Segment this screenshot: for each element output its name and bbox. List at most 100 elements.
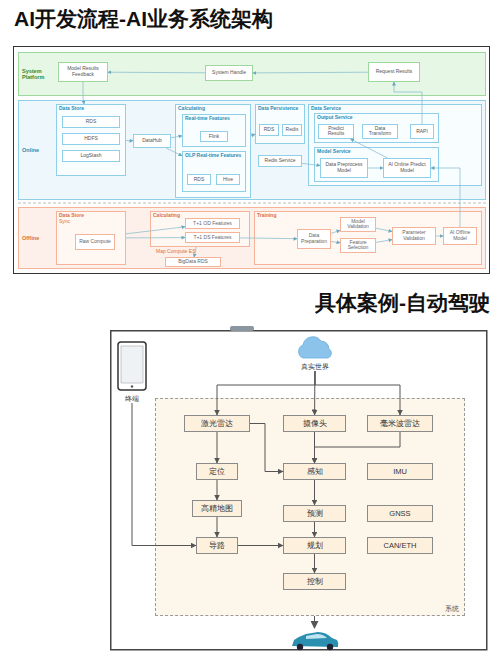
offline-band: OfflineData StoreRaw ComputeCalculatingT… (18, 207, 486, 269)
node-text: LogStash (63, 153, 119, 159)
node-text: 毫米波雷达 (368, 419, 432, 427)
connector-arrow (368, 168, 383, 169)
model-box: AI Offline Model (443, 227, 477, 245)
connector-arrow (351, 139, 388, 158)
node-text: System Platform (22, 68, 56, 80)
node-text: 终端 (105, 395, 159, 403)
node-text: CAN/ETH (368, 541, 432, 549)
connector-arrow (108, 72, 205, 74)
connector-arrow (217, 517, 218, 537)
node-text: Data Transform (363, 126, 397, 137)
node-text: BigData RDS (166, 259, 220, 265)
sensor-box: 毫米波雷达 (367, 415, 433, 432)
connector-arrow (132, 403, 196, 546)
note-label: Sync (59, 218, 81, 224)
process-box: 感知 (283, 463, 346, 480)
connector-arrow (194, 247, 196, 257)
pin-mark (230, 326, 254, 331)
model-box: Data Preprocess Model (320, 158, 368, 178)
connector-arrow (314, 522, 315, 537)
node-text: Data Persistence (258, 106, 302, 112)
process-box: Redis Service (258, 155, 302, 167)
connector-arrow (376, 228, 392, 231)
group-box: Data PersistenceRDSRedis (255, 104, 305, 144)
node-text: Parameter Validation (393, 230, 435, 241)
node-text: Data Preparation (298, 233, 330, 244)
process-box: Feature Selection (340, 238, 376, 253)
node-text: Data Service (311, 106, 479, 112)
process-box: 高精地图 (192, 500, 242, 517)
page-title: AI开发流程-AI业务系统架构 (14, 5, 273, 33)
section-title: 具体案例-自动驾驶 (255, 289, 490, 317)
connector-arrow (253, 72, 368, 74)
node-text: Model Validation (341, 219, 375, 230)
node-text: Data Store (59, 106, 123, 112)
node-text: DataHub (134, 138, 170, 144)
real-world-cloud: 真实世界 (292, 333, 338, 371)
connector-arrow (126, 140, 133, 141)
node-text: Hive (217, 177, 239, 183)
car-illustration (292, 632, 338, 650)
connector-arrow (240, 237, 297, 239)
connector-arrow (436, 236, 443, 237)
node-text: Data Store (59, 213, 123, 219)
separator-line (18, 203, 486, 204)
process-box: Parameter Validation (392, 227, 436, 245)
store-box: RDS (259, 124, 279, 136)
node-text: Online (22, 147, 56, 153)
connector-arrow (302, 163, 320, 165)
node-text: System Handle (206, 70, 252, 76)
process-box: Request Results (368, 62, 420, 82)
sensor-box: IMU (367, 463, 433, 480)
connector-arrow (314, 554, 315, 573)
store-box: HDFS (62, 133, 120, 145)
tablet-icon (117, 341, 147, 403)
store-box: LogStash (62, 150, 120, 162)
connector-arrow (331, 230, 340, 233)
process-box: System Handle (205, 65, 253, 81)
connector-arrow (83, 82, 84, 104)
connector-arrow (166, 148, 182, 156)
group-box: CalculatingT+1 OD FeaturesT+1 DS Feature… (150, 211, 250, 247)
sensor-box: 摄像头 (283, 415, 346, 432)
note-label: Map Compute ES (156, 248, 226, 254)
group-box: Real-time FeaturesFlink (182, 114, 246, 147)
process-box: Data Transform (362, 124, 398, 139)
process-box: Raw Compute (75, 234, 115, 250)
feature-box: T+1 OD Features (185, 218, 240, 229)
connector-arrow (314, 480, 315, 505)
node-text: Calculating (178, 106, 248, 112)
process-box: Predict Results (318, 124, 354, 139)
node-text: 预测 (284, 509, 345, 517)
node-text: T+1 DS Features (186, 235, 239, 241)
store-box: RDS (62, 116, 120, 128)
feature-box: T+1 DS Features (185, 232, 240, 243)
connector-arrow (331, 242, 340, 243)
interface-box: CAN/ETH (367, 537, 433, 554)
outer-frame (111, 331, 487, 650)
platform-band: System PlatformModel Results Feedback Sys… (18, 52, 486, 96)
group-box: Model ServiceData Preprocess ModelAI Onl… (314, 147, 439, 182)
node-text: 规划 (284, 541, 345, 549)
connector-arrow (238, 545, 283, 546)
node-text: RDS (260, 127, 278, 133)
store-box: RDS (187, 174, 211, 185)
node-text: Output Service (317, 115, 436, 121)
connector-arrow (315, 432, 401, 463)
connector-arrow (217, 371, 315, 415)
node-text: Model Results Feedback (59, 66, 107, 77)
connector-arrow (431, 168, 460, 227)
node-text: RDS (188, 177, 210, 183)
process-box: Model Results Feedback (58, 62, 108, 82)
node-text: Real-time Features (185, 116, 243, 122)
node-text: AI Online Predict Model (384, 162, 430, 173)
connector-arrow (217, 432, 218, 463)
connector-arrow (126, 227, 185, 234)
process-box: 控制 (283, 573, 346, 590)
connector-arrow (250, 424, 283, 472)
node-text: Data Preprocess Model (321, 162, 367, 173)
process-box: Flink (200, 131, 228, 142)
process-box: DataHub (133, 134, 171, 148)
connector-arrow (315, 371, 400, 415)
node-text: 系统 (445, 605, 459, 613)
